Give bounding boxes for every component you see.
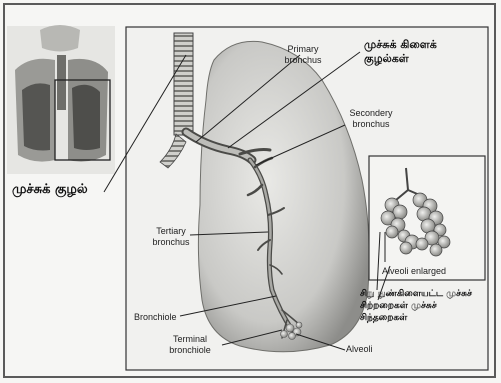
trachea <box>174 33 193 135</box>
tamil-label-air-sacs: சிறு நுண்கிளையட்ட முச்சுச் சிற்றறைகள் மு… <box>360 288 482 324</box>
label-terminal-bronchiole: Terminal bronchiole <box>160 334 220 356</box>
label-alveoli-enlarged: Alveoli enlarged <box>382 266 446 277</box>
label-primary-bronchus: Primary bronchus <box>278 44 328 66</box>
label-bronchiole: Bronchiole <box>134 312 177 323</box>
label-alveoli: Alveoli <box>346 344 373 355</box>
label-tertiary-bronchus: Tertiary bronchus <box>146 226 196 248</box>
label-secondary-bronchus: Secondery bronchus <box>340 108 402 130</box>
tamil-label-lungs-tubes: முச்சுக் குழல் <box>12 182 88 198</box>
tamil-label-bronchus-branches: முச்சுக் கிளைக் குழல்கள் <box>364 38 474 66</box>
torso-thumbnail <box>7 25 115 174</box>
